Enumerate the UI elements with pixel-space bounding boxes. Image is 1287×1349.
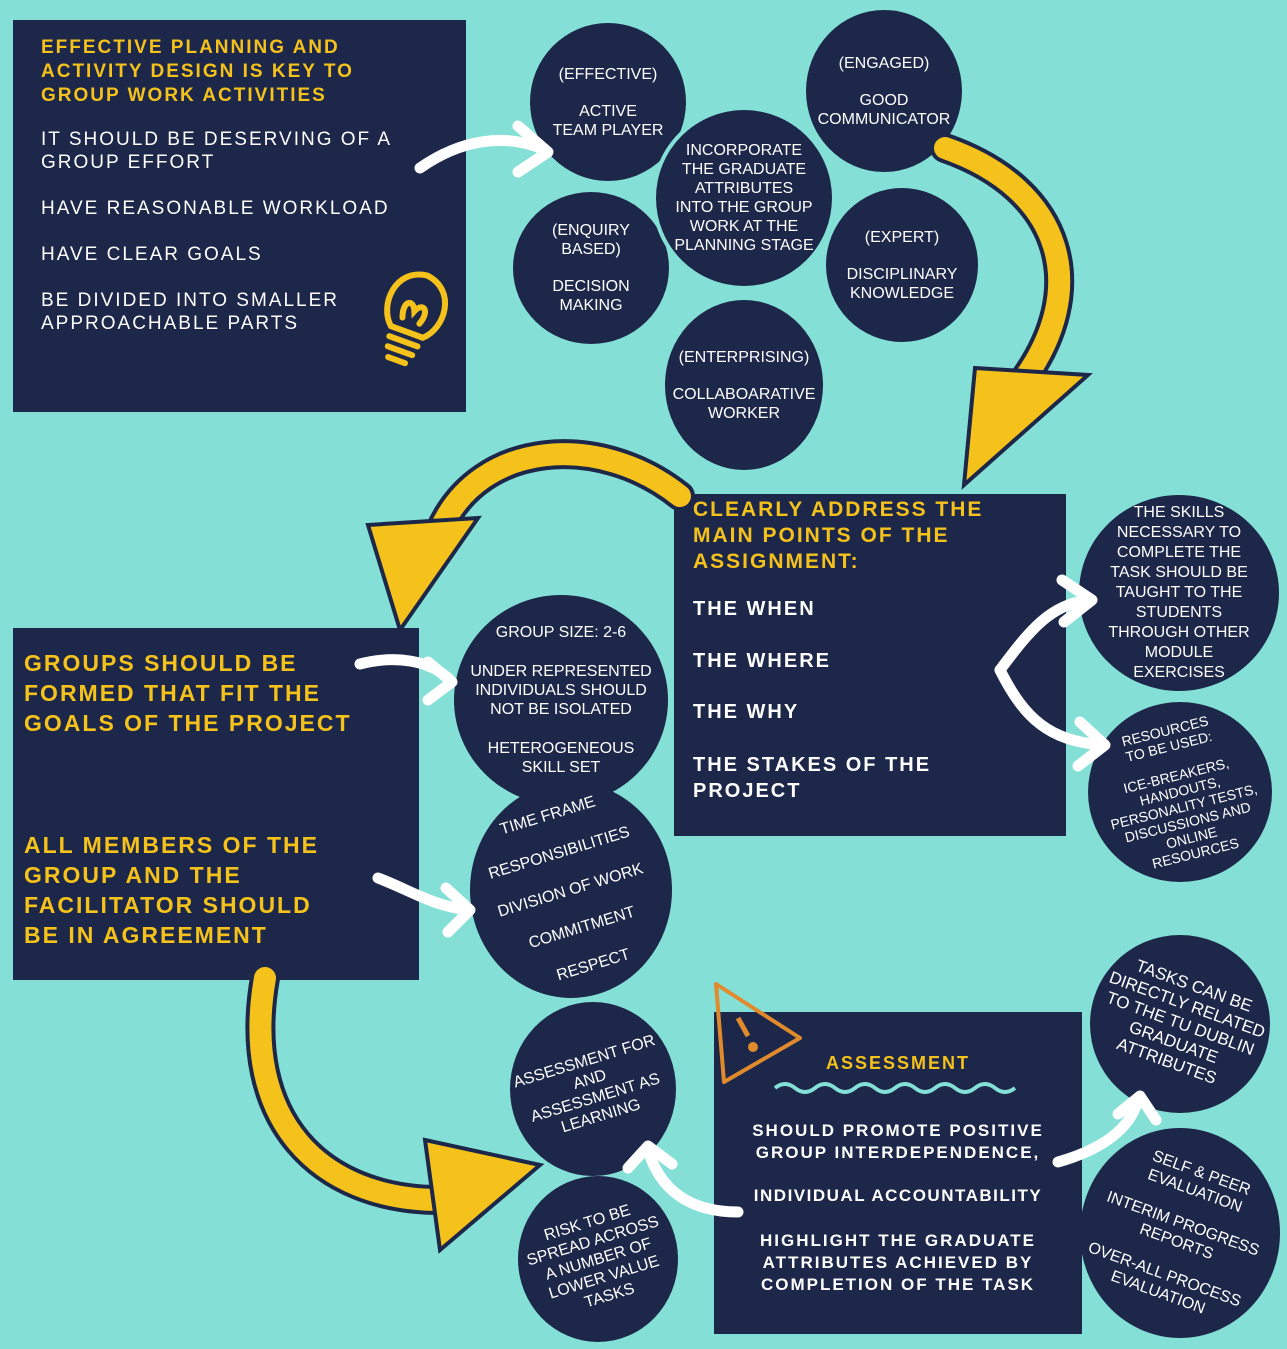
warning-icon: [714, 982, 802, 1084]
assignment-point-why: THE WHY: [693, 701, 800, 723]
agreement-heading: ALL MEMBERS OF THE GROUP AND THE FACILIT…: [24, 832, 319, 948]
white-arrow-agreement: [372, 872, 474, 916]
resources-circle: RESOURCES TO BE USED: ICE-BREAKERS, HAND…: [1088, 702, 1272, 882]
white-arrow-assessment-left-head: [622, 1140, 678, 1174]
white-arrow-planning-head: [512, 120, 554, 178]
lightbulb-icon: [384, 271, 449, 367]
white-arrow-assessment-right-head: [1112, 1090, 1162, 1126]
planning-point-3: HAVE CLEAR GOALS: [41, 244, 263, 265]
planning-point-2: HAVE REASONABLE WORKLOAD: [41, 198, 390, 219]
evaluation-circle: SELF & PEER EVALUATION INTERIM PROGRESS …: [1080, 1128, 1280, 1338]
white-arrow-resources-head: [1072, 716, 1111, 772]
assessment-point-highlight: HIGHLIGHT THE GRADUATE ATTRIBUTES ACHIEV…: [759, 1231, 1036, 1294]
assignment-point-stakes: THE STAKES OF THE PROJECT: [693, 754, 932, 802]
attribute-circle-engaged: (ENGAGED) GOOD COMMUNICATOR: [806, 10, 962, 172]
white-arrow-groups-head: [422, 656, 458, 706]
white-arrow-assessment-right: [1052, 1094, 1144, 1168]
attribute-circle-center: INCORPORATE THE GRADUATE ATTRIBUTES INTO…: [656, 110, 832, 286]
white-arrow-skills-head: [1056, 574, 1098, 628]
yellow-arrow-1: [930, 133, 1093, 490]
agreement-circle: TIME FRAME RESPONSIBILITIES DIVISION OF …: [470, 782, 672, 998]
white-arrow-assessment-left: [642, 1144, 744, 1218]
planning-heading: EFFECTIVE PLANNING AND ACTIVITY DESIGN I…: [41, 37, 354, 106]
groups-heading: GROUPS SHOULD BE FORMED THAT FIT THE GOA…: [24, 650, 352, 736]
skills-circle: THE SKILLS NECESSARY TO COMPLETE THE TAS…: [1079, 495, 1279, 691]
white-arrow-agreement-head: [440, 882, 476, 938]
white-arrow-resources: [994, 664, 1106, 751]
yellow-arrow-2: [365, 439, 695, 635]
attribute-circle-enterprising: (ENTERPRISING) COLLABOARATIVE WORKER: [665, 300, 823, 470]
assignment-heading: CLEARLY ADDRESS THE MAIN POINTS OF THE A…: [693, 498, 984, 573]
assignment-point-where: THE WHERE: [693, 650, 831, 672]
attribute-circle-enquiry: (ENQUIRY BASED) DECISION MAKING: [513, 192, 669, 344]
assessment-point-interdependence: SHOULD PROMOTE POSITIVE GROUP INTERDEPEN…: [752, 1121, 1044, 1162]
planning-point-4: BE DIVIDED INTO SMALLER APPROACHABLE PAR…: [41, 290, 339, 334]
assignment-point-when: THE WHEN: [693, 598, 816, 620]
yellow-arrow-3: [245, 963, 545, 1254]
assessment-box: ASSESSMENT SHOULD PROMOTE POSITIVE GROUP…: [714, 1012, 1082, 1334]
planning-point-1: IT SHOULD BE DESERVING OF A GROUP EFFORT: [41, 129, 393, 173]
groups-box: GROUPS SHOULD BE FORMED THAT FIT THE GOA…: [13, 628, 419, 980]
group-size-circle: GROUP SIZE: 2-6 UNDER REPRESENTED INDIVI…: [454, 595, 668, 805]
tasks-circle: TASKS CAN BE DIRECTLY RELATED TO THE TU …: [1090, 935, 1270, 1113]
assessment-title: ASSESSMENT: [826, 1053, 971, 1073]
white-arrow-skills: [994, 594, 1094, 676]
attribute-circle-expert: (EXPERT) DISCIPLINARY KNOWLEDGE: [826, 188, 978, 342]
assessment-point-accountability: INDIVIDUAL ACCOUNTABILITY: [753, 1186, 1043, 1205]
risk-circle: RISK TO BE SPREAD ACROSS A NUMBER OF LOW…: [518, 1176, 678, 1342]
assignment-box: CLEARLY ADDRESS THE MAIN POINTS OF THE A…: [674, 494, 1066, 836]
white-arrow-planning: [414, 134, 551, 174]
wave-decoration: [773, 1082, 1017, 1094]
attribute-circle-effective: (EFFECTIVE) ACTIVE TEAM PLAYER: [530, 23, 686, 181]
planning-box: EFFECTIVE PLANNING AND ACTIVITY DESIGN I…: [13, 20, 466, 412]
